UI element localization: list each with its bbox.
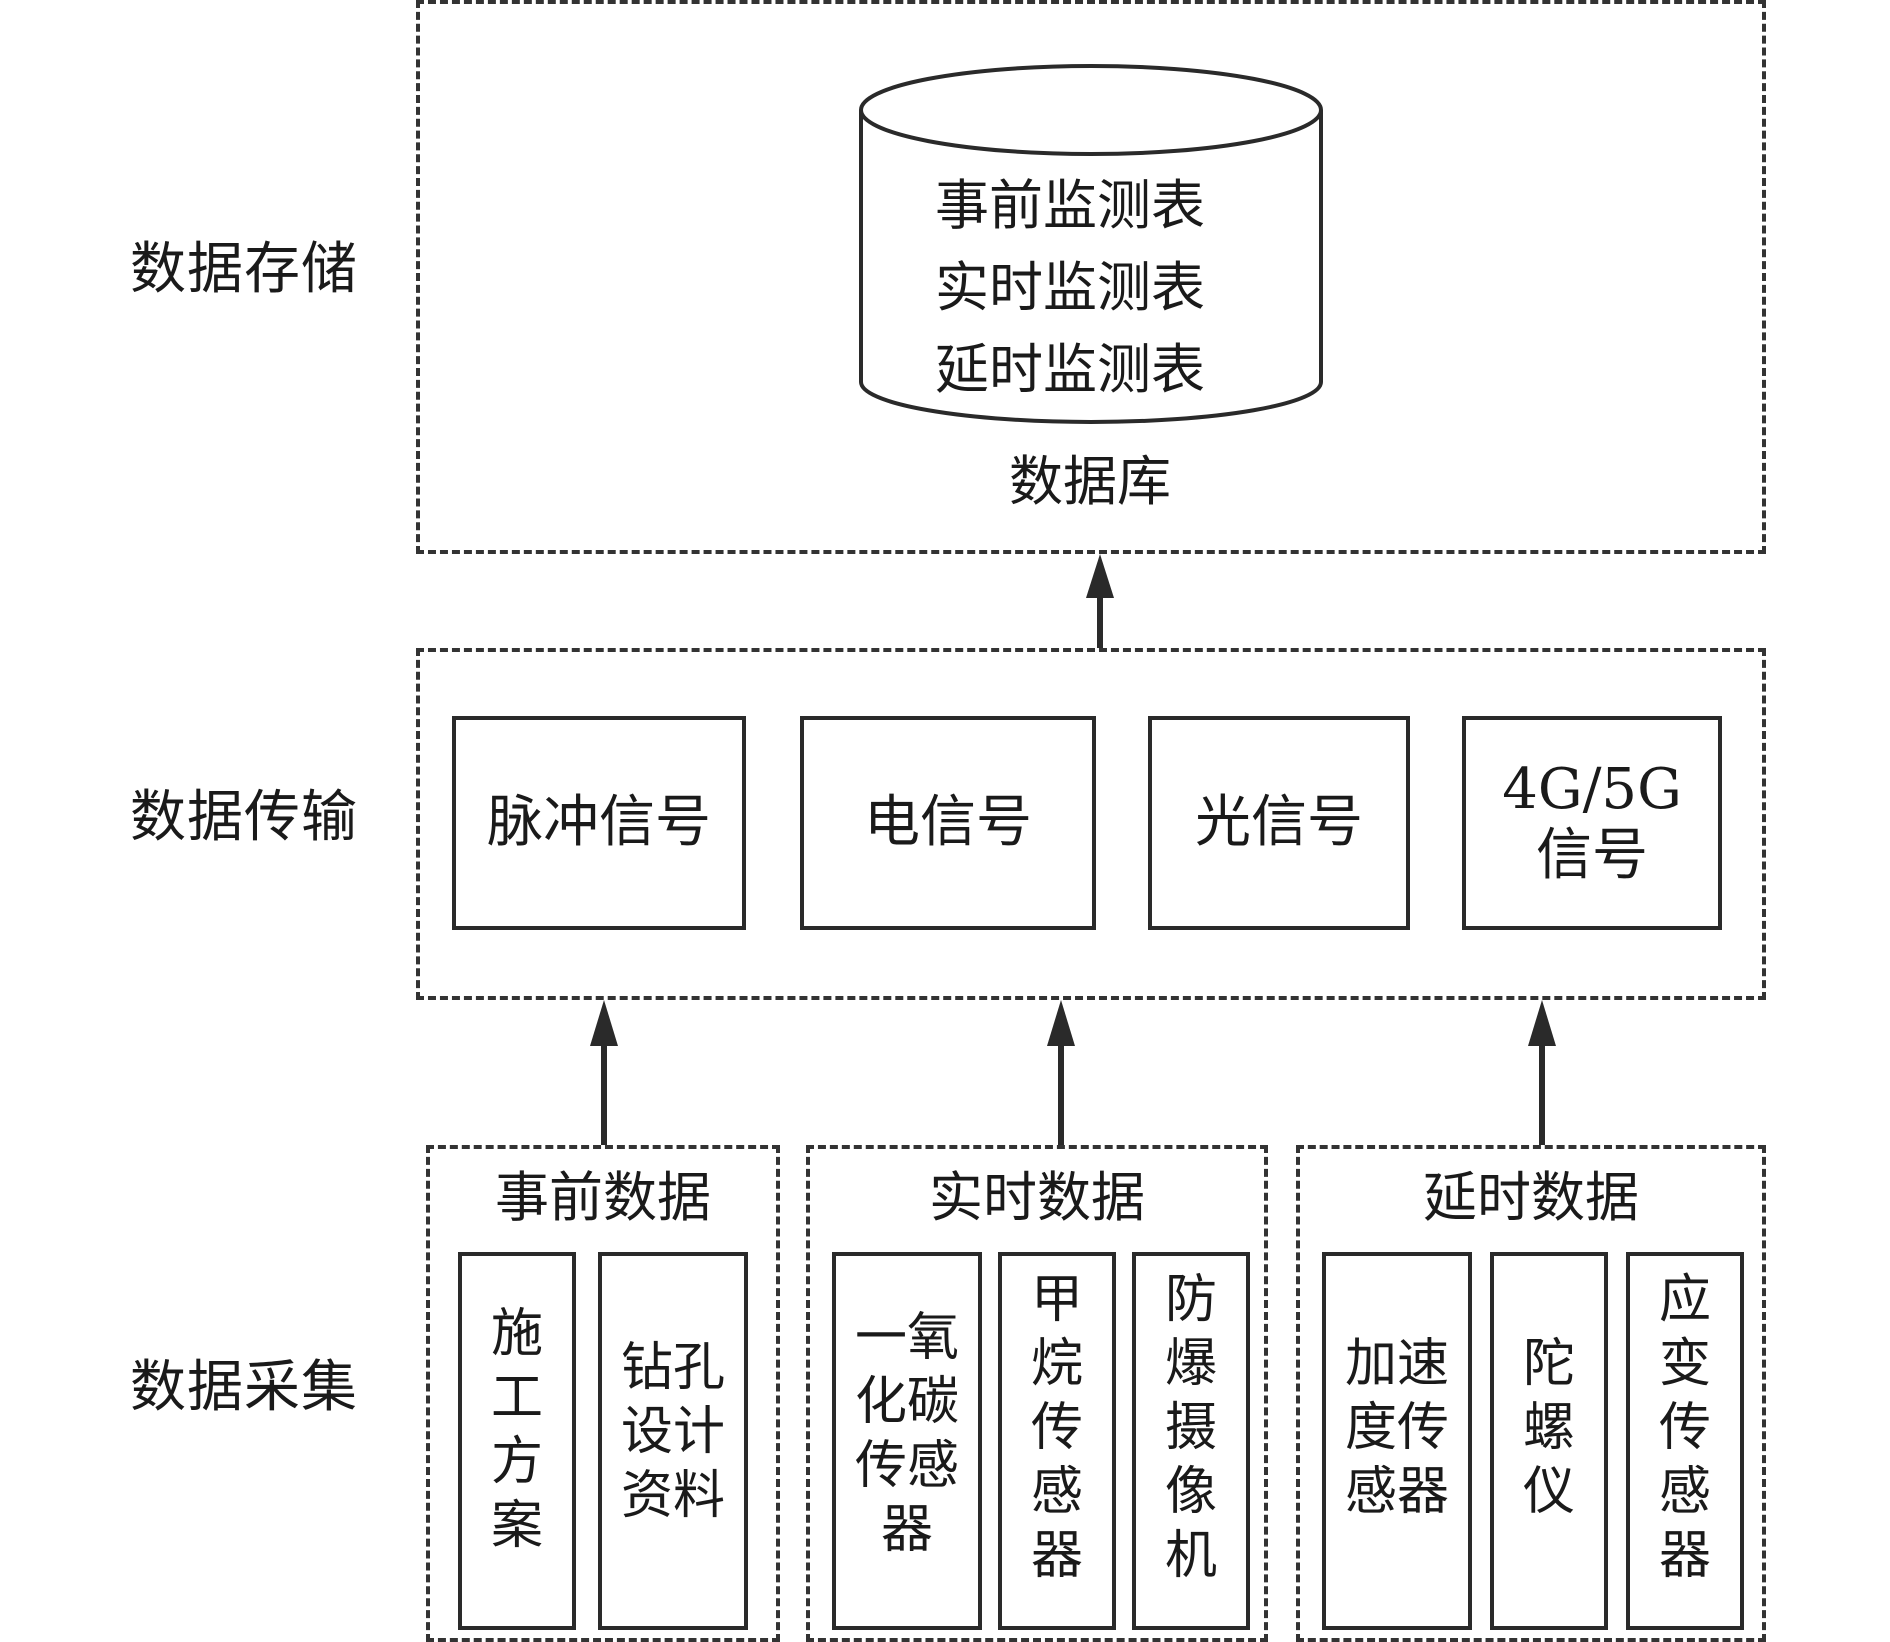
- arrow-delayed-to-transmission: [1528, 1000, 1556, 1145]
- item-co-sensor: 一氧 化碳 传感 器: [832, 1252, 982, 1630]
- item-label-explosion-proof-camera: 防 爆 摄 像 机: [1164, 1270, 1217, 1586]
- storage-layer-frame: [416, 0, 1766, 554]
- layer-label-storage: 数据存储: [130, 237, 358, 302]
- item-label-methane-sensor: 甲 烷 传 感 器: [1030, 1270, 1083, 1586]
- database-label: 数据库: [1009, 450, 1171, 513]
- db-table-pre: 事前监测表: [935, 174, 1205, 237]
- item-accelerometer: 加速 度传 感器: [1322, 1252, 1472, 1630]
- database-cylinder-icon: [859, 64, 1323, 424]
- item-strain-sensor: 应 变 传 感 器: [1626, 1252, 1744, 1630]
- arrow-transmission-to-storage: [1086, 554, 1114, 648]
- item-label-drilling-design: 钻孔 设计 资料: [620, 1338, 725, 1526]
- db-table-delayed: 延时监测表: [935, 338, 1205, 401]
- item-label-co-sensor: 一氧 化碳 传感 器: [854, 1308, 959, 1560]
- layer-label-transmission: 数据传输: [130, 785, 358, 850]
- group-title-delayed: 延时数据: [1423, 1166, 1639, 1229]
- signal-label-electric: 电信号: [864, 790, 1032, 855]
- signal-label-pulse: 脉冲信号: [487, 790, 711, 855]
- transmission-layer-frame: [416, 648, 1766, 1000]
- signal-box-electric: 电信号: [800, 716, 1096, 930]
- signal-label-optical: 光信号: [1195, 790, 1363, 855]
- item-methane-sensor: 甲 烷 传 感 器: [998, 1252, 1116, 1630]
- layer-label-collection: 数据采集: [130, 1355, 358, 1420]
- group-frame-pre: [426, 1145, 780, 1642]
- item-label-construction-plan: 施 工 方 案: [490, 1304, 543, 1556]
- arrow-realtime-to-transmission: [1047, 1000, 1075, 1145]
- item-explosion-proof-camera: 防 爆 摄 像 机: [1132, 1252, 1250, 1630]
- group-frame-delayed: [1296, 1145, 1766, 1642]
- signal-box-optical: 光信号: [1148, 716, 1410, 930]
- signal-label-4g5g: 4G/5G 信号: [1502, 757, 1682, 888]
- group-title-pre: 事前数据: [495, 1166, 711, 1229]
- item-label-strain-sensor: 应 变 传 感 器: [1658, 1270, 1711, 1586]
- group-title-realtime: 实时数据: [929, 1166, 1145, 1229]
- group-frame-realtime: [806, 1145, 1268, 1642]
- item-construction-plan: 施 工 方 案: [458, 1252, 576, 1630]
- item-gyroscope: 陀 螺 仪: [1490, 1252, 1608, 1630]
- signal-box-pulse: 脉冲信号: [452, 716, 746, 930]
- db-table-realtime: 实时监测表: [935, 256, 1205, 319]
- item-label-gyroscope: 陀 螺 仪: [1522, 1334, 1575, 1522]
- arrow-predata-to-transmission: [590, 1000, 618, 1145]
- item-label-accelerometer: 加速 度传 感器: [1344, 1334, 1449, 1522]
- signal-box-4g5g: 4G/5G 信号: [1462, 716, 1722, 930]
- item-drilling-design: 钻孔 设计 资料: [598, 1252, 748, 1630]
